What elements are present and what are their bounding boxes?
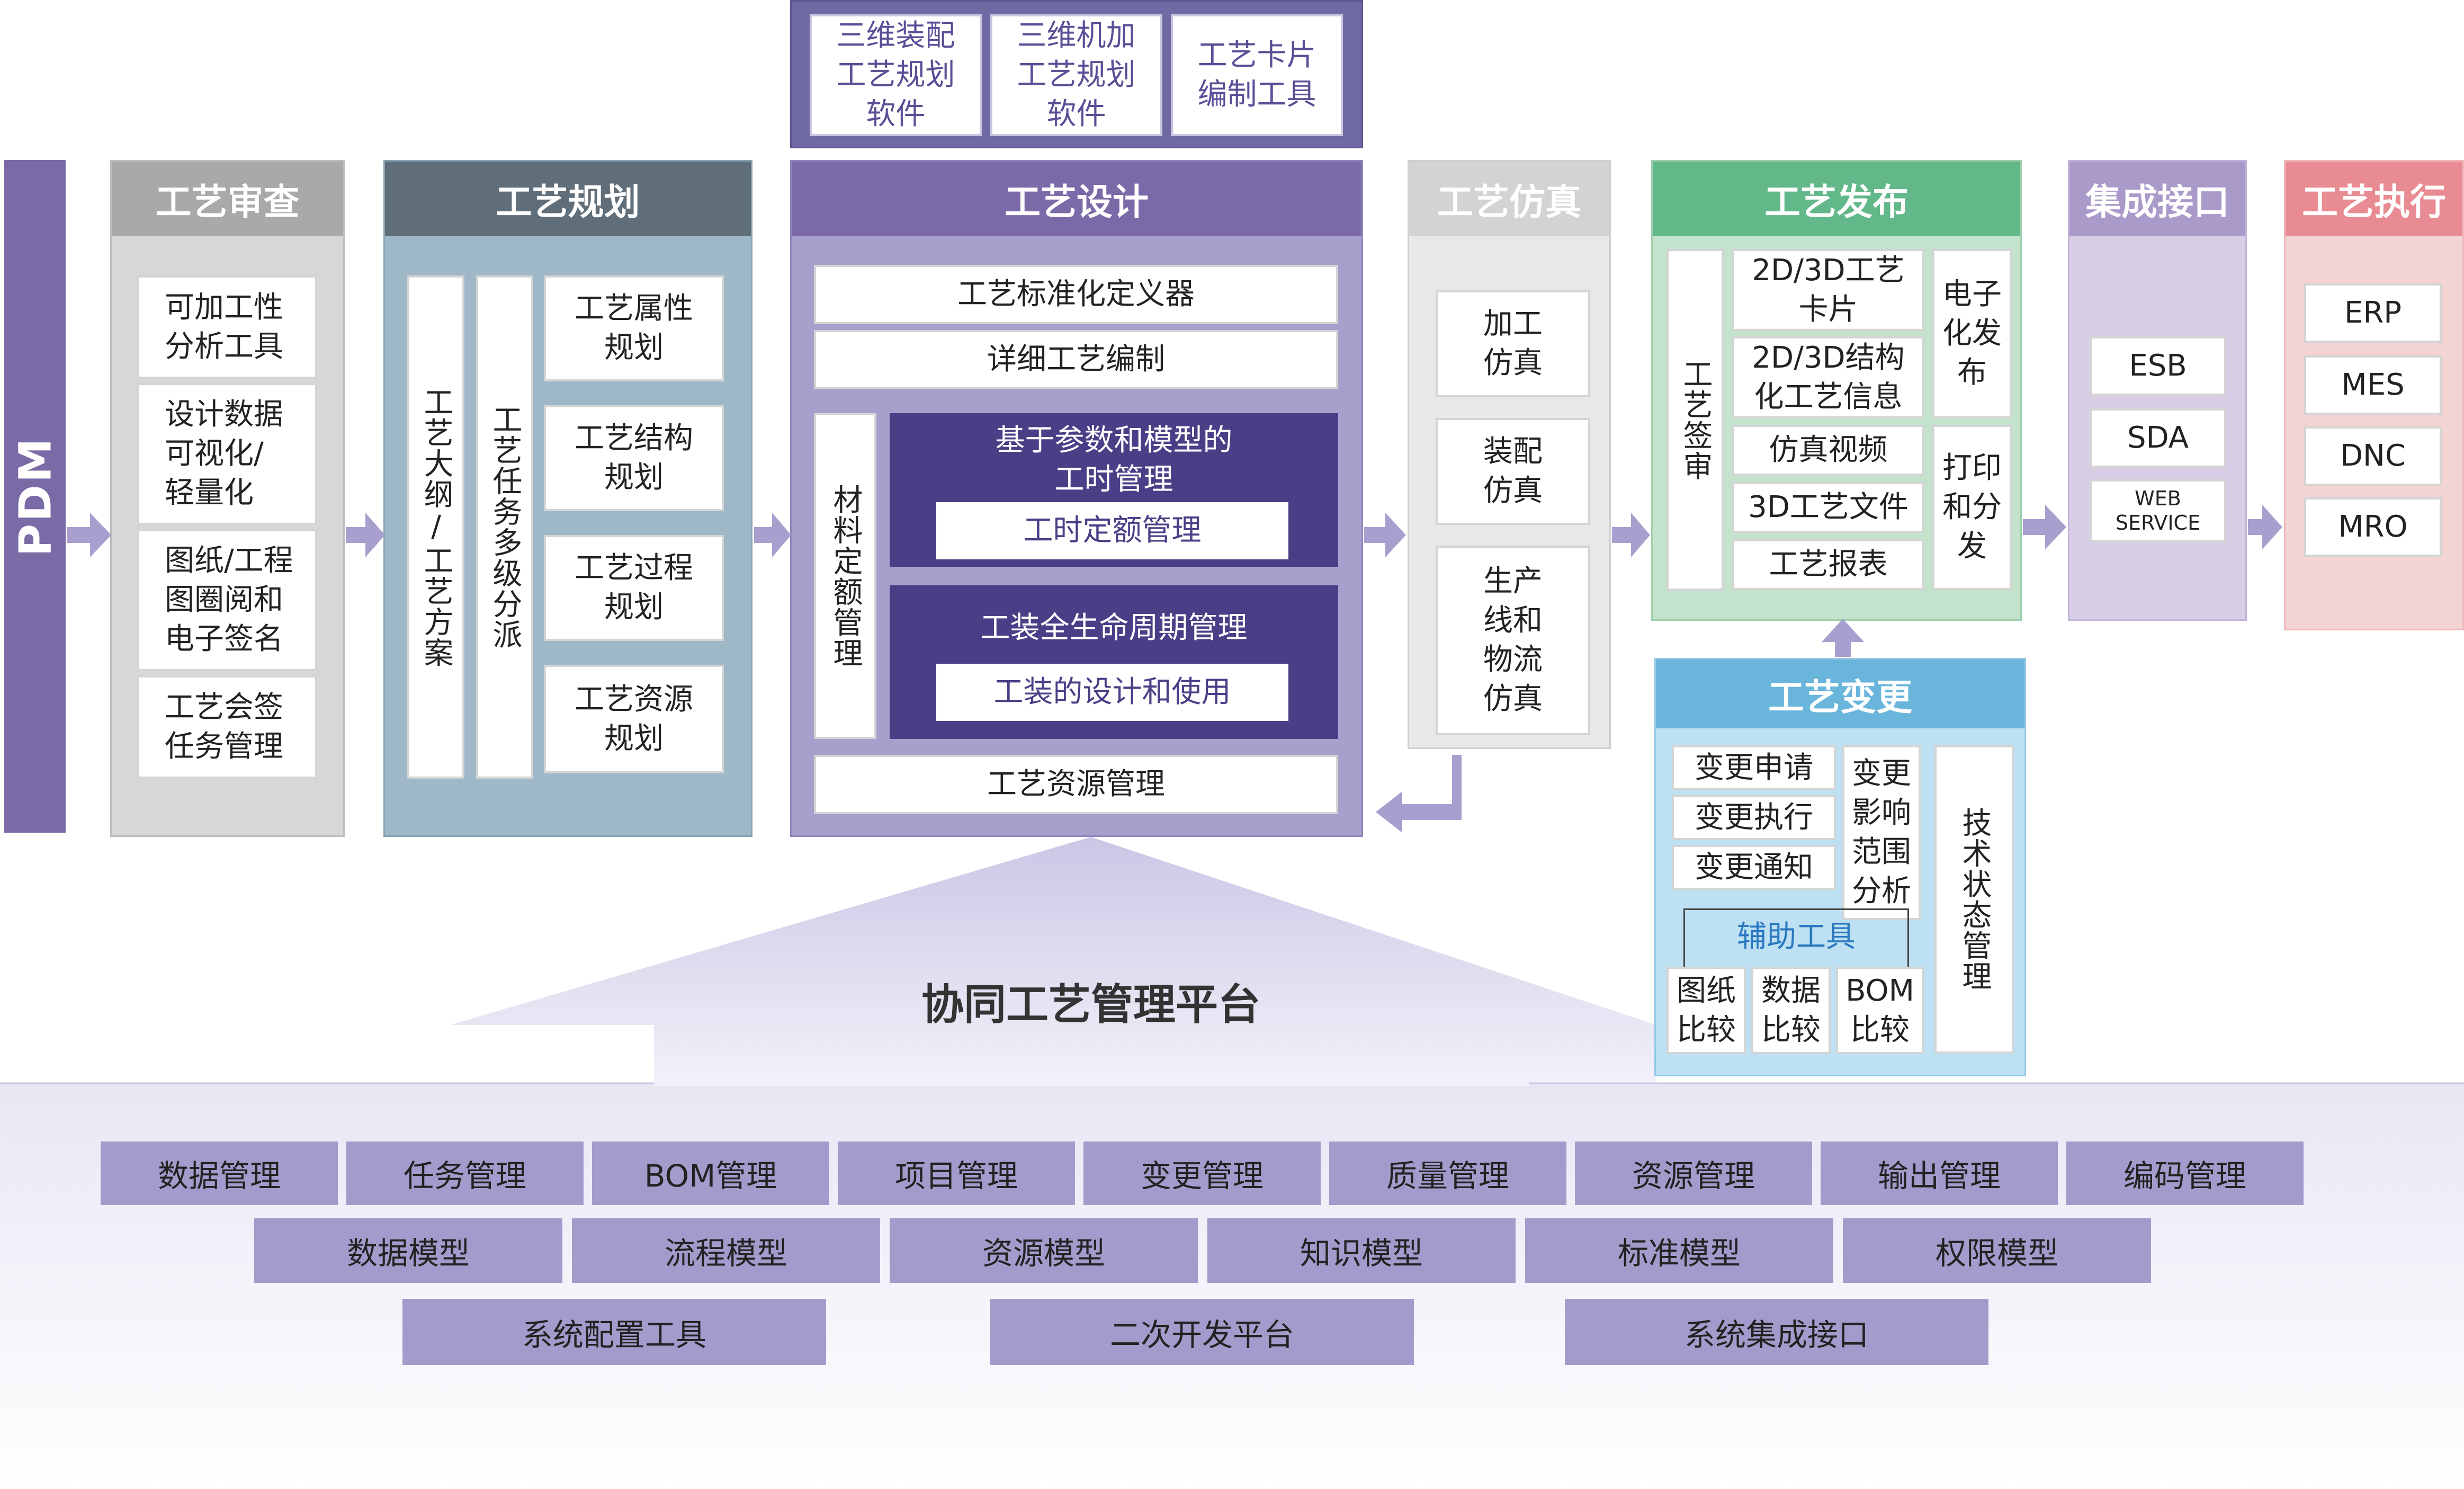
review-title: 工艺审查 xyxy=(112,162,343,236)
execution-title: 工艺执行 xyxy=(2286,162,2462,236)
release-column: 工艺发布 工艺签审 2D/3D工艺 卡片 2D/3D结构 化工艺信息 仿真视频 … xyxy=(1651,160,2022,621)
interface-column: 集成接口 ESB SDA WEB SERVICE xyxy=(2068,160,2247,621)
platform-model[interactable]: 流程模型 xyxy=(572,1218,880,1283)
release-signoff[interactable]: 工艺签审 xyxy=(1666,249,1724,591)
planning-item[interactable]: 工艺资源 规划 xyxy=(544,665,724,773)
platform-module[interactable]: 资源管理 xyxy=(1575,1142,1812,1205)
change-item[interactable]: 变更执行 xyxy=(1672,795,1836,840)
release-item[interactable]: 仿真视频 xyxy=(1732,425,1924,476)
aux-compare-drawing[interactable]: 图纸 比较 xyxy=(1666,967,1746,1054)
platform-model[interactable]: 资源模型 xyxy=(890,1218,1198,1283)
interface-esb[interactable]: ESB xyxy=(2090,336,2226,396)
platform-title: 协同工艺管理平台 xyxy=(921,980,1260,1029)
aux-compare-bom[interactable]: BOM 比较 xyxy=(1836,967,1924,1054)
execution-dnc[interactable]: DNC xyxy=(2304,426,2442,486)
change-item[interactable]: 变更申请 xyxy=(1672,745,1836,790)
platform-model[interactable]: 权限模型 xyxy=(1843,1218,2151,1283)
simulation-item[interactable]: 加工 仿真 xyxy=(1436,290,1590,397)
release-print[interactable]: 打印 和分 发 xyxy=(1932,425,2012,590)
platform-module[interactable]: 数据管理 xyxy=(101,1142,338,1205)
planning-item[interactable]: 工艺属性 规划 xyxy=(544,275,724,381)
review-item[interactable]: 工艺会签 任务管理 xyxy=(137,675,317,779)
design-standardizer[interactable]: 工艺标准化定义器 xyxy=(814,265,1338,324)
simulation-item[interactable]: 生产 线和 物流 仿真 xyxy=(1436,546,1590,735)
release-item[interactable]: 工艺报表 xyxy=(1732,539,1924,590)
execution-mes[interactable]: MES xyxy=(2304,355,2442,415)
simulation-item[interactable]: 装配 仿真 xyxy=(1436,418,1590,525)
panel-tooling-title: 工装全生命周期管理 xyxy=(980,610,1248,645)
change-column: 工艺变更 变更申请 变更执行 变更通知 变更 影响 范围 分析 技术状态管理 辅… xyxy=(1654,658,2026,1076)
platform-module[interactable]: 项目管理 xyxy=(838,1142,1075,1205)
interface-sda[interactable]: SDA xyxy=(2090,408,2226,468)
release-title: 工艺发布 xyxy=(1653,162,2020,236)
release-item[interactable]: 3D工艺文件 xyxy=(1732,482,1924,533)
change-item[interactable]: 变更通知 xyxy=(1672,845,1836,890)
release-item[interactable]: 2D/3D工艺 卡片 xyxy=(1732,249,1924,331)
design-panel-tooling: 工装全生命周期管理 工装的设计和使用 xyxy=(890,585,1338,739)
execution-erp[interactable]: ERP xyxy=(2304,283,2442,343)
design-title: 工艺设计 xyxy=(792,162,1361,236)
release-item[interactable]: 2D/3D结构 化工艺信息 xyxy=(1732,336,1924,418)
interface-title: 集成接口 xyxy=(2069,162,2245,236)
simulation-title: 工艺仿真 xyxy=(1409,162,1609,236)
platform-module[interactable]: 编码管理 xyxy=(2066,1142,2304,1205)
design-panel-hours: 基于参数和模型的 工时管理 工时定额管理 xyxy=(890,413,1338,567)
design-material-quota[interactable]: 材料定额管理 xyxy=(814,413,876,739)
platform-model[interactable]: 知识模型 xyxy=(1207,1218,1516,1283)
execution-mro[interactable]: MRO xyxy=(2304,497,2442,557)
change-tech-status[interactable]: 技术状态管理 xyxy=(1934,745,2014,1054)
aux-tools-frame: 辅助工具 xyxy=(1683,908,1909,977)
planning-title: 工艺规划 xyxy=(385,162,751,236)
design-resource[interactable]: 工艺资源管理 xyxy=(814,755,1338,814)
design-column: 工艺设计 工艺标准化定义器 详细工艺编制 材料定额管理 基于参数和模型的 工时管… xyxy=(790,160,1363,837)
platform-module[interactable]: 变更管理 xyxy=(1083,1142,1321,1205)
review-item[interactable]: 设计数据 可视化/ 轻量化 xyxy=(137,383,317,525)
platform-tool[interactable]: 二次开发平台 xyxy=(990,1299,1414,1365)
aux-compare-data[interactable]: 数据 比较 xyxy=(1751,967,1831,1054)
platform-module[interactable]: 任务管理 xyxy=(346,1142,584,1205)
top-tools-group: 三维装配 工艺规划 软件 三维机加 工艺规划 软件 工艺卡片 编制工具 xyxy=(790,0,1363,148)
platform-module[interactable]: 输出管理 xyxy=(1821,1142,2058,1205)
platform-model[interactable]: 数据模型 xyxy=(254,1218,562,1283)
simulation-column: 工艺仿真 加工 仿真 装配 仿真 生产 线和 物流 仿真 xyxy=(1408,160,1611,749)
release-electronic[interactable]: 电子 化发 布 xyxy=(1932,249,2012,418)
tool-3d-machining[interactable]: 三维机加 工艺规划 软件 xyxy=(990,14,1162,136)
review-column: 工艺审查 可加工性 分析工具 设计数据 可视化/ 轻量化 图纸/工程 图圈阅和 … xyxy=(110,160,345,837)
planning-outline[interactable]: 工艺大纲/工艺方案 xyxy=(407,275,464,779)
platform-roof xyxy=(450,837,1656,1086)
planning-dispatch[interactable]: 工艺任务多级分派 xyxy=(476,275,533,779)
tooling-design-item[interactable]: 工装的设计和使用 xyxy=(936,664,1288,721)
review-item[interactable]: 图纸/工程 图圈阅和 电子签名 xyxy=(137,529,317,671)
tool-card-editor[interactable]: 工艺卡片 编制工具 xyxy=(1171,14,1343,136)
hours-quota-item[interactable]: 工时定额管理 xyxy=(936,502,1288,559)
planning-column: 工艺规划 工艺大纲/工艺方案 工艺任务多级分派 工艺属性 规划 工艺结构 规划 … xyxy=(383,160,752,837)
panel-hours-title: 基于参数和模型的 工时管理 xyxy=(995,423,1233,497)
tool-3d-assembly[interactable]: 三维装配 工艺规划 软件 xyxy=(810,14,982,136)
platform-model[interactable]: 标准模型 xyxy=(1525,1218,1833,1283)
interface-webservice[interactable]: WEB SERVICE xyxy=(2090,479,2226,542)
platform-tool[interactable]: 系统配置工具 xyxy=(402,1299,826,1365)
platform-module[interactable]: BOM管理 xyxy=(592,1142,829,1205)
execution-column: 工艺执行 ERP MES DNC MRO xyxy=(2284,160,2464,630)
pdm-bar[interactable]: PDM xyxy=(4,160,66,833)
platform-module[interactable]: 质量管理 xyxy=(1329,1142,1566,1205)
design-detail[interactable]: 详细工艺编制 xyxy=(814,330,1338,389)
review-item[interactable]: 可加工性 分析工具 xyxy=(137,275,317,379)
change-impact[interactable]: 变更 影响 范围 分析 xyxy=(1842,745,1921,920)
pdm-label: PDM xyxy=(9,436,61,557)
planning-item[interactable]: 工艺过程 规划 xyxy=(544,535,724,641)
aux-tools-title: 辅助工具 xyxy=(1737,919,1856,954)
platform-tool[interactable]: 系统集成接口 xyxy=(1565,1299,1988,1365)
change-title: 工艺变更 xyxy=(1656,659,2024,728)
planning-item[interactable]: 工艺结构 规划 xyxy=(544,405,724,511)
